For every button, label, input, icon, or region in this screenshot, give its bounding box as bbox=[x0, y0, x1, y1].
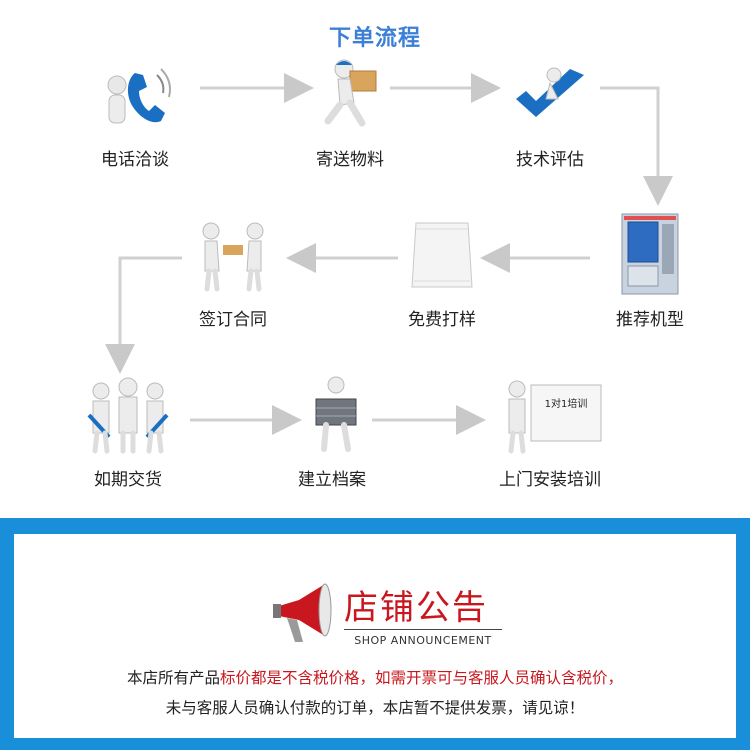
step-label: 如期交货 bbox=[94, 470, 162, 490]
step-onsite-training: 1对1培训 上门安装培训 bbox=[480, 375, 620, 515]
announcement-line-1-highlight: 标价都是不含税价格，如需开票可与客服人员确认含税价， bbox=[220, 669, 624, 687]
file-box-icon bbox=[315, 376, 357, 452]
courier-icon bbox=[324, 59, 377, 127]
announcement-card: 店铺公告 SHOP ANNOUNCEMENT 本店所有产品标价都是不含税价格，如… bbox=[14, 534, 736, 738]
step-label: 电话洽谈 bbox=[101, 150, 169, 170]
announcement-title: 店铺公告 bbox=[344, 588, 488, 628]
handshake-icon bbox=[202, 222, 264, 292]
step-label: 建立档案 bbox=[298, 470, 366, 490]
checkmark-icon bbox=[516, 67, 584, 117]
step-label: 免费打样 bbox=[408, 310, 476, 330]
announcement-line-1-prefix: 本店所有产品 bbox=[126, 669, 220, 687]
step-create-archive: 建立档案 bbox=[262, 375, 402, 515]
step-recommend-model: 推荐机型 bbox=[580, 213, 720, 355]
arrow-6-7 bbox=[105, 256, 182, 374]
step-send-material: 寄送物料 bbox=[280, 55, 420, 195]
order-process-section: 下单流程 电话洽谈 bbox=[65, 26, 720, 490]
step-phone-talk: 电话洽谈 bbox=[65, 55, 205, 195]
step-label: 签订合同 bbox=[199, 310, 267, 330]
announcement-subtitle: SHOP ANNOUNCEMENT bbox=[344, 629, 502, 647]
board-text: 1对1培训 bbox=[545, 397, 588, 410]
step-label: 技术评估 bbox=[516, 150, 584, 170]
packaging-machine-icon bbox=[621, 213, 679, 295]
step-deliver-on-time: 如期交货 bbox=[58, 375, 198, 515]
training-board-icon: 1对1培训 bbox=[508, 380, 602, 454]
announcement-line-2: 未与客服人员确认付款的订单，本店暂不提供发票，请见谅！ bbox=[165, 699, 585, 717]
step-tech-eval: 技术评估 bbox=[480, 55, 620, 195]
flow-title: 下单流程 bbox=[328, 26, 421, 51]
shop-announcement-section: 店铺公告 SHOP ANNOUNCEMENT 本店所有产品标价都是不含税价格，如… bbox=[0, 518, 750, 750]
step-label: 推荐机型 bbox=[616, 310, 684, 330]
flow-arrows bbox=[105, 73, 673, 435]
megaphone-icon bbox=[273, 583, 332, 642]
sample-bag-icon bbox=[411, 222, 473, 288]
phone-icon bbox=[107, 68, 171, 124]
team-icon bbox=[87, 377, 169, 454]
step-sign-contract: 签订合同 bbox=[163, 215, 303, 355]
step-free-sample: 免费打样 bbox=[372, 215, 512, 355]
announcement-line-1: 本店所有产品标价都是不含税价格，如需开票可与客服人员确认含税价， bbox=[14, 666, 736, 688]
step-label: 寄送物料 bbox=[316, 150, 384, 170]
arrow-3-4 bbox=[600, 86, 673, 206]
step-label: 上门安装培训 bbox=[499, 470, 601, 490]
